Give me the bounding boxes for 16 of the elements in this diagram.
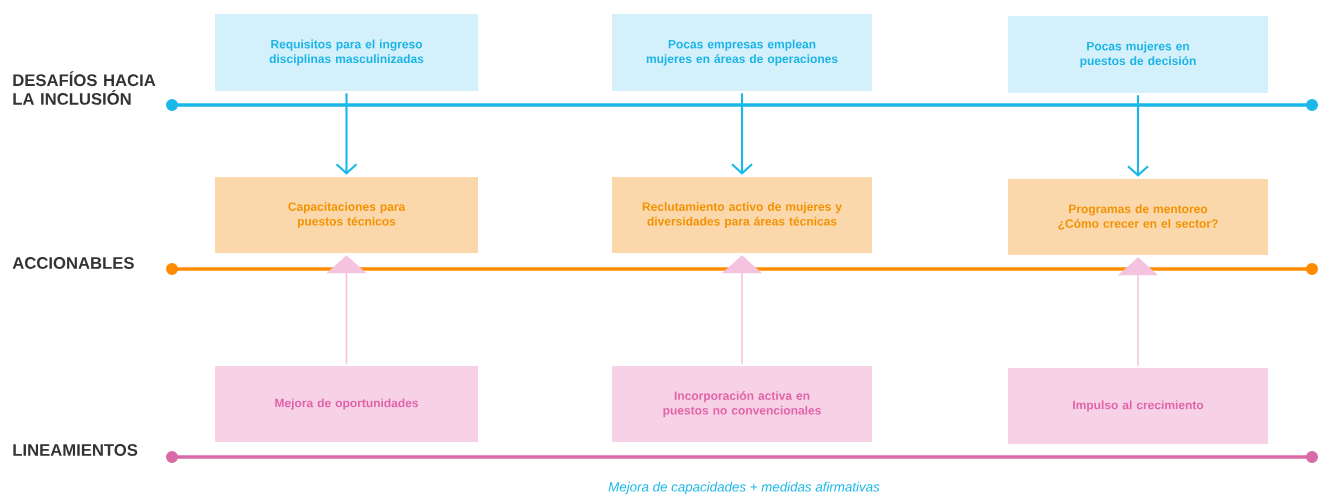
row-label: LINEAMIENTOS bbox=[13, 444, 138, 456]
process-box: Incorporación activa en puestos no convencionales bbox=[612, 366, 872, 442]
row-label: ACCIONABLES bbox=[12, 257, 134, 269]
caption: Mejora de capacidades + medidas afirmativas bbox=[608, 481, 880, 495]
row-label: DESAFÍOS HACIA LA INCLUSIÓN bbox=[13, 71, 156, 105]
process-box: Reclutamiento activo de mujeres y diversidades para áreas técnicas bbox=[612, 177, 872, 253]
process-box: Pocas mujeres en puestos de decisión bbox=[1008, 16, 1268, 93]
process-box: Impulso al crecimiento bbox=[1008, 368, 1268, 444]
arrow bbox=[335, 93, 358, 175]
arrow bbox=[1127, 95, 1149, 177]
process-box: Capacitaciones para puestos técnicos bbox=[215, 177, 478, 253]
process-box: Programas de mentoreo ¿Cómo crecer en el sector? bbox=[1008, 179, 1268, 255]
process-box: Pocas empresas emplean mujeres en áreas de operaciones bbox=[612, 14, 872, 91]
process-box: Requisitos para el ingreso disciplinas masculinizadas bbox=[215, 14, 478, 91]
process-box: Mejora de oportunidades bbox=[215, 366, 478, 442]
arrow bbox=[731, 93, 753, 175]
